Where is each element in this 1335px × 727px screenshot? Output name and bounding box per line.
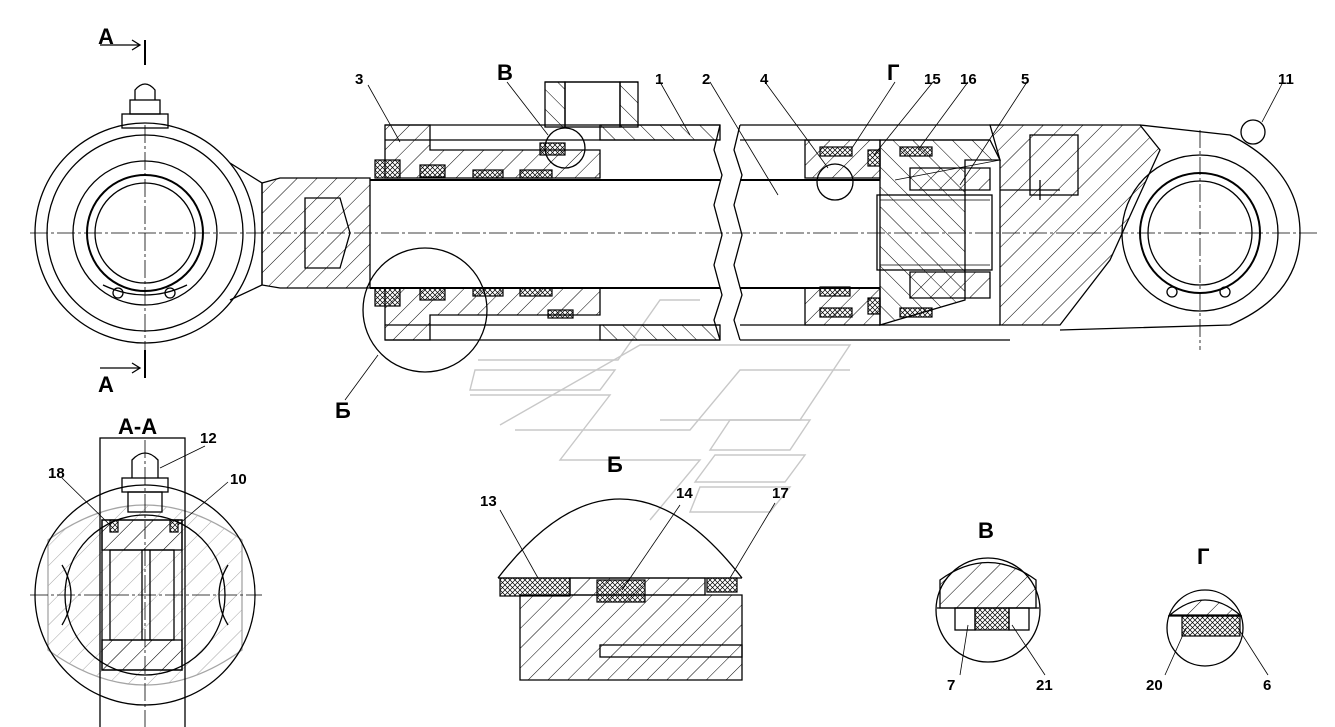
rod-thread-end	[876, 194, 993, 271]
gland-bottom	[384, 287, 601, 341]
callout-20: 20	[1146, 677, 1163, 694]
breather-plug	[1240, 119, 1266, 145]
detail-circle-b	[362, 247, 488, 373]
break-line-right	[733, 124, 743, 341]
section-mark-a-bottom: А	[98, 372, 114, 397]
detail-g-title: Г	[1197, 544, 1210, 569]
grease-nipple-top	[121, 83, 169, 129]
callout-18: 18	[48, 465, 65, 482]
oil-port-top	[544, 81, 639, 128]
detail-b-view	[497, 498, 776, 681]
detail-v-view	[935, 557, 1046, 676]
leader-lines	[344, 81, 1284, 401]
callout-2: 2	[702, 71, 710, 88]
main-view	[30, 39, 1320, 401]
watermark	[469, 299, 852, 521]
callout-7: 7	[947, 677, 955, 694]
detail-mark-v: В	[497, 60, 513, 85]
detail-mark-b: Б	[335, 398, 351, 423]
cylinder-bottom-cap	[989, 124, 1161, 326]
rod-end-section	[261, 177, 371, 289]
section-aa-title: А-А	[118, 414, 157, 439]
callout-5: 5	[1021, 71, 1029, 88]
wiper-seal-top	[374, 159, 401, 179]
callout-13: 13	[480, 493, 497, 510]
callout-14: 14	[676, 485, 693, 502]
callout-15: 15	[924, 71, 941, 88]
callout-3: 3	[355, 71, 363, 88]
section-aa-view	[30, 437, 262, 727]
callout-12: 12	[200, 430, 217, 447]
detail-mark-g: Г	[887, 60, 900, 85]
wiper-seal-detail	[499, 577, 571, 597]
callout-10: 10	[230, 471, 247, 488]
detail-circle-g	[816, 163, 854, 201]
callout-17: 17	[772, 485, 789, 502]
rod-seal-detail	[596, 579, 646, 603]
break-line-left	[713, 124, 723, 341]
right-eye	[1059, 119, 1301, 331]
detail-v-title: В	[978, 518, 994, 543]
callout-4: 4	[760, 71, 769, 88]
detail-b-title: Б	[607, 452, 623, 477]
callout-21: 21	[1036, 677, 1053, 694]
section-mark-a-top: А	[98, 24, 114, 49]
detail-g-view	[1164, 589, 1269, 676]
detail-circle-v	[544, 127, 586, 169]
callout-6: 6	[1263, 677, 1271, 694]
callout-1: 1	[655, 71, 663, 88]
callout-16: 16	[960, 71, 977, 88]
callout-11: 11	[1278, 71, 1294, 88]
wiper-seal-bottom	[374, 287, 401, 307]
